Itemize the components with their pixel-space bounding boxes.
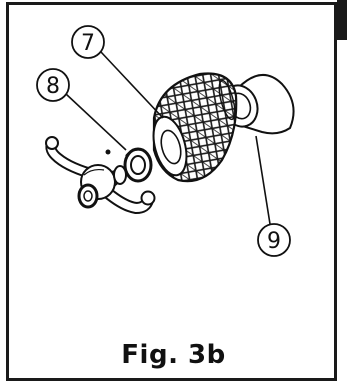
leader-line-7 [100,51,164,119]
part-8-ring [105,147,153,183]
callout-7: 7 [71,25,164,119]
page-edge-mark [337,0,347,40]
leader-line-9 [255,135,271,225]
callout-7-label: 7 [81,31,95,56]
figure-frame [6,2,337,381]
callout-8-label: 8 [46,74,60,99]
callout-9: 9 [255,135,291,257]
part-7-mesh-dome [152,72,238,183]
leader-line-8 [65,93,127,151]
double-hook-body [45,136,156,215]
callout-8: 8 [36,68,127,151]
small-screw-dot [105,149,111,155]
figure-caption: Fig. 3b [121,340,226,370]
callout-9-label: 9 [267,229,281,254]
